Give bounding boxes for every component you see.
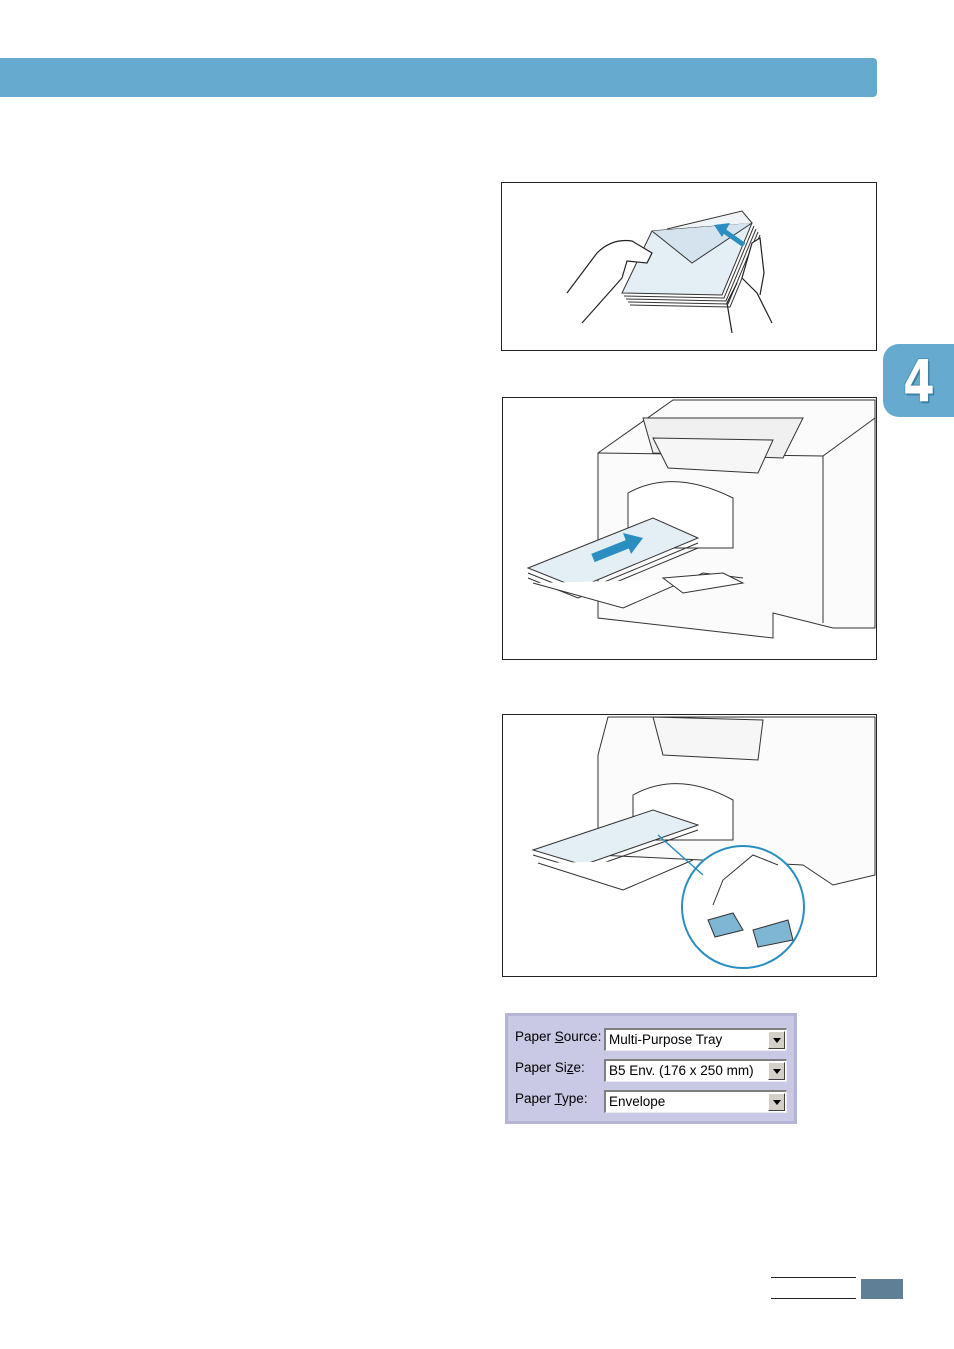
left-hand (566, 239, 653, 324)
printer-body (597, 716, 876, 886)
printer-insert-illustration (526, 399, 876, 639)
printer-body (597, 399, 876, 639)
paper-size-select[interactable]: B5 Env. (176 x 250 mm) (604, 1059, 787, 1082)
footer-rule-top (771, 1277, 856, 1278)
chapter-number: 4 (903, 346, 935, 415)
chevron-down-icon[interactable] (768, 1093, 785, 1111)
chevron-down-icon[interactable] (768, 1062, 785, 1080)
fan-envelopes-illustration (566, 210, 773, 334)
right-hand (741, 236, 773, 324)
insert-arrow (591, 533, 643, 563)
printer-guide-illustration (531, 716, 876, 969)
section-header-bar (0, 58, 877, 97)
paper-source-row: Paper Source: Multi-Purpose Tray (515, 1028, 790, 1052)
figure-adjust-guide (502, 714, 877, 977)
paper-source-value: Multi-Purpose Tray (609, 1032, 723, 1047)
figure-fan-envelopes (501, 182, 877, 351)
page-number-box (861, 1279, 903, 1299)
envelope-stack (621, 210, 761, 308)
chevron-down-icon[interactable] (768, 1031, 785, 1049)
envelopes-in-tray (531, 809, 700, 891)
paper-size-row: Paper Size: B5 Env. (176 x 250 mm) (515, 1059, 790, 1083)
paper-type-select[interactable]: Envelope (604, 1090, 787, 1113)
paper-size-value: B5 Env. (176 x 250 mm) (609, 1063, 754, 1078)
paper-type-value: Envelope (609, 1094, 666, 1109)
footer-rule-bottom (771, 1298, 856, 1299)
paper-type-label: Paper Type: (515, 1091, 588, 1106)
figure-insert-envelopes (502, 397, 877, 660)
zoom-callout (657, 834, 805, 969)
paper-size-label: Paper Size: (515, 1060, 585, 1075)
chapter-tab: 4 (883, 344, 954, 417)
paper-source-label: Paper Source: (515, 1029, 602, 1044)
paper-guide (661, 572, 745, 594)
paper-type-row: Paper Type: Envelope (515, 1090, 790, 1114)
fan-arrow (714, 223, 746, 248)
paper-source-select[interactable]: Multi-Purpose Tray (604, 1028, 787, 1051)
paper-settings-dialog: Paper Source: Multi-Purpose Tray Paper S… (505, 1013, 797, 1124)
